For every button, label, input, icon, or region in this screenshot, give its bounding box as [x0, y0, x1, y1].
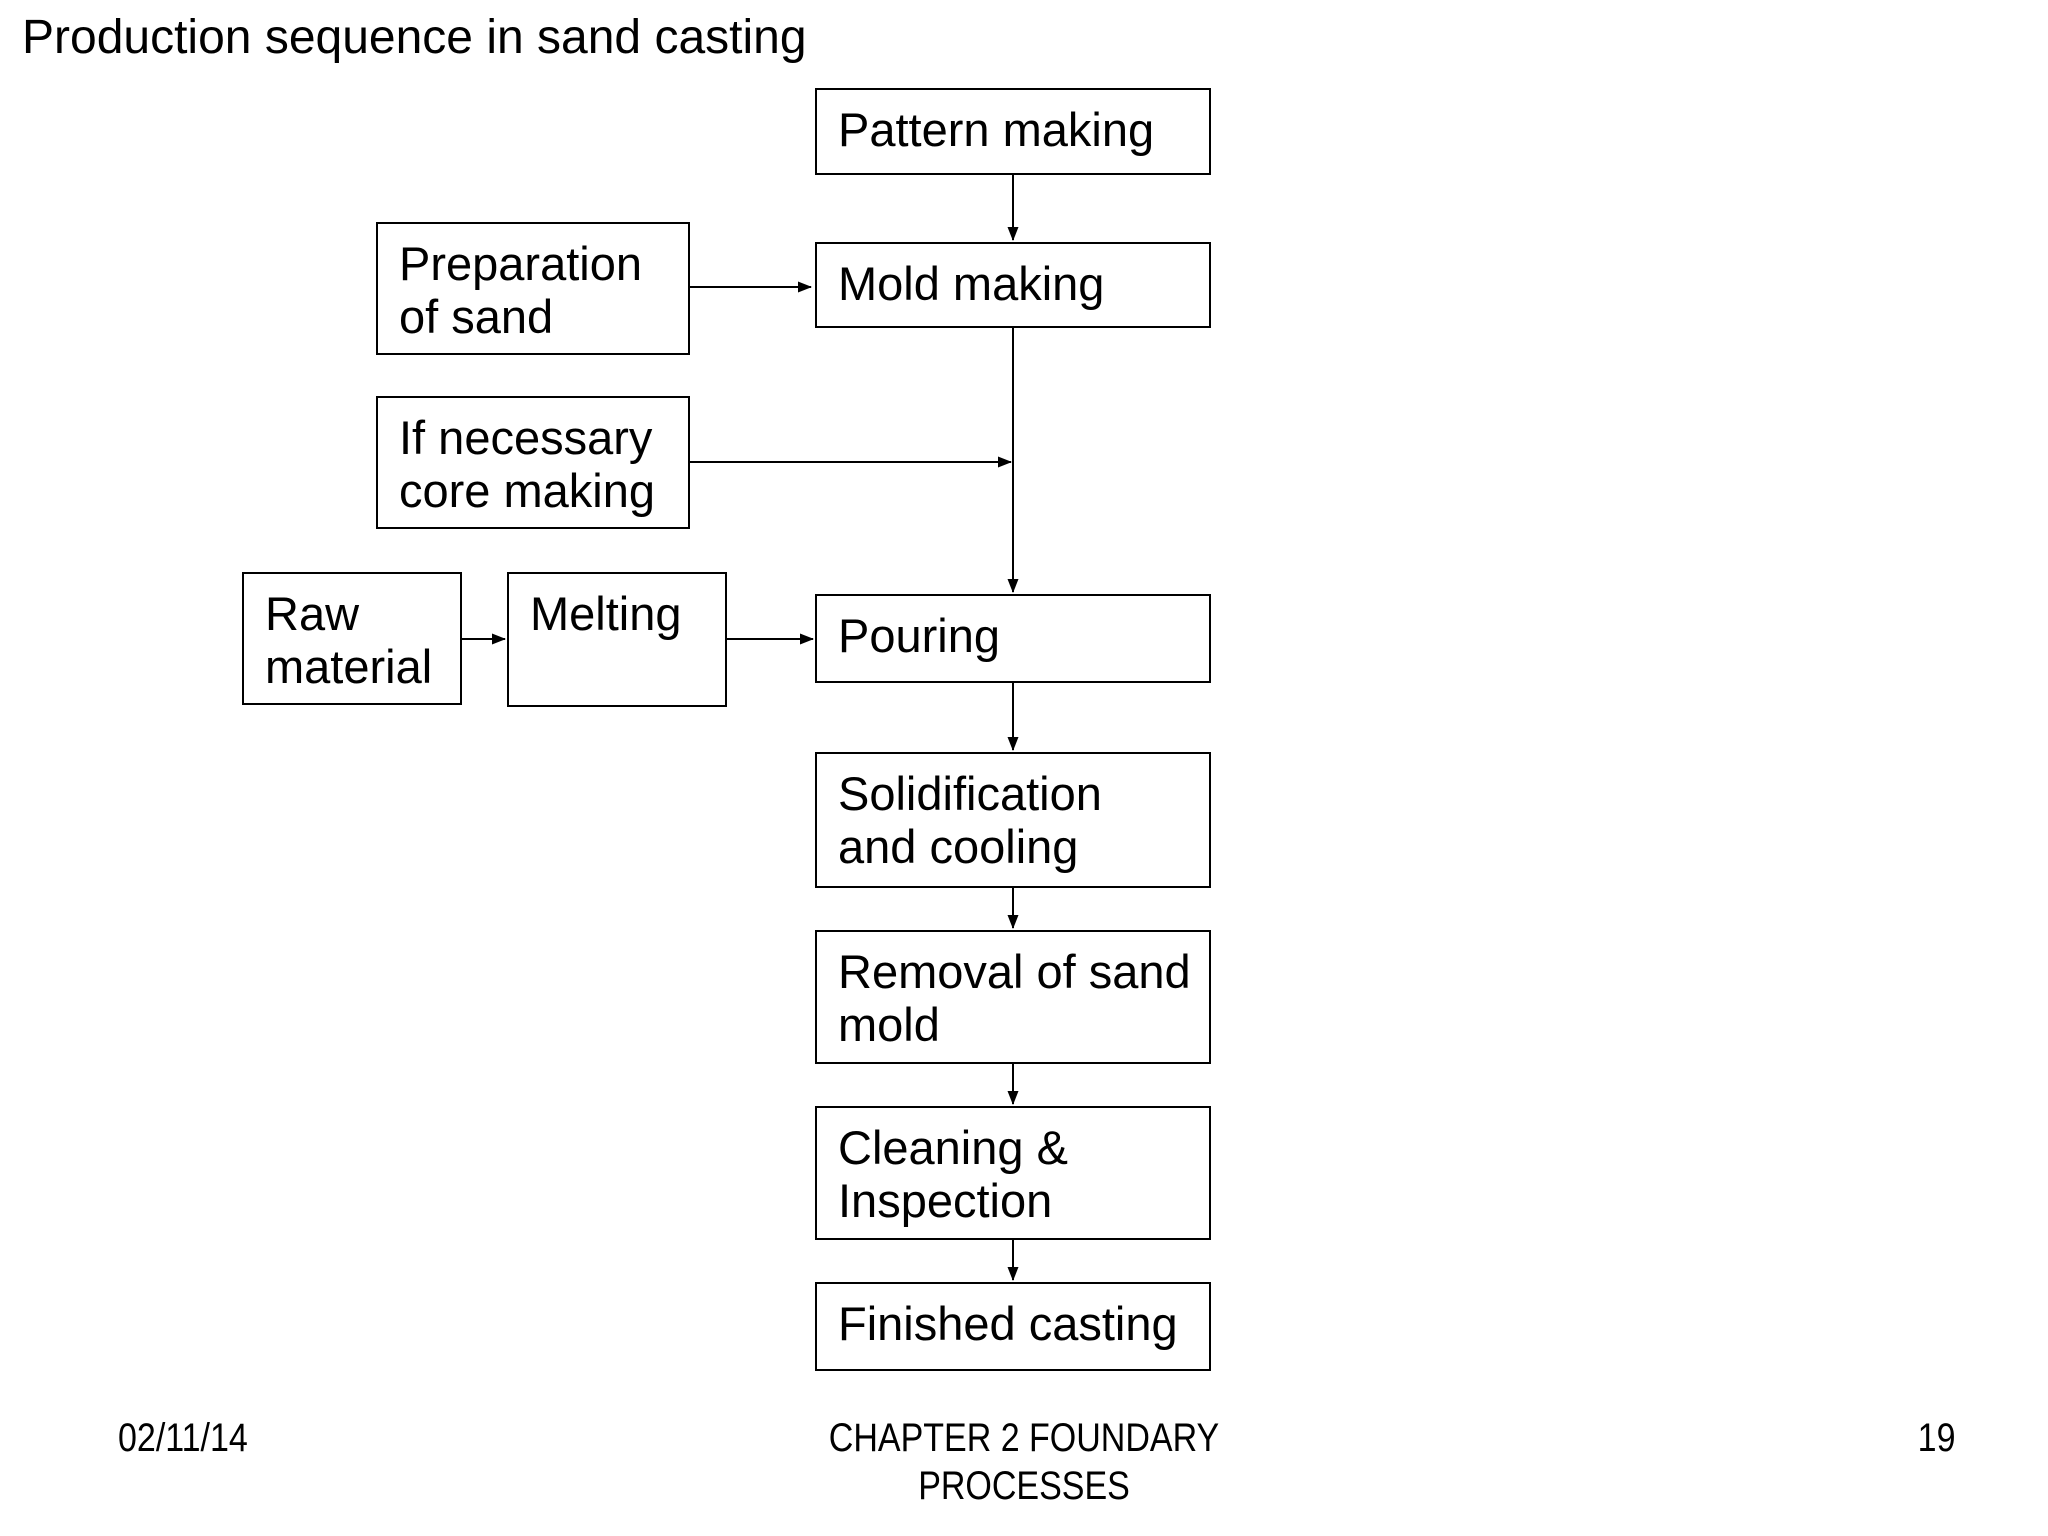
flow-node-mold-making: Mold making [815, 242, 1211, 328]
footer-chapter-line1: CHAPTER 2 FOUNDARY [828, 1416, 1220, 1460]
flow-node-pouring: Pouring [815, 594, 1211, 683]
flow-node-label: Pouring [838, 609, 1000, 662]
flow-node-cleaning-and-inspection: Cleaning & Inspection [815, 1106, 1211, 1240]
flow-node-label: If necessary core making [399, 411, 655, 517]
flow-node-raw-material: Raw material [242, 572, 462, 705]
flow-node-label: Finished casting [838, 1297, 1178, 1350]
footer-chapter: CHAPTER 2 FOUNDARY PROCESSES [154, 1414, 1895, 1510]
flow-node-pattern-making: Pattern making [815, 88, 1211, 175]
flow-node-label: Cleaning & Inspection [838, 1121, 1068, 1227]
page-title: Production sequence in sand casting [22, 11, 807, 64]
flow-node-label: Preparation of sand [399, 237, 642, 343]
flow-node-label: Pattern making [838, 103, 1155, 156]
flow-node-label: Mold making [838, 257, 1105, 310]
flow-node-removal-of-sand-mold: Removal of sand mold [815, 930, 1211, 1064]
flow-node-label: Raw material [265, 587, 433, 693]
flow-node-if-necessary-core-making: If necessary core making [376, 396, 690, 529]
footer-chapter-line2: PROCESSES [918, 1464, 1130, 1508]
flow-node-label: Melting [530, 587, 682, 640]
flow-node-label: Removal of sand mold [838, 945, 1191, 1051]
flow-node-label: Solidification and cooling [838, 767, 1102, 873]
flow-node-preparation-of-sand: Preparation of sand [376, 222, 690, 355]
footer-date: 02/11/14 [118, 1416, 248, 1460]
flow-node-solidification-and-cooling: Solidification and cooling [815, 752, 1211, 888]
flow-node-melting: Melting [507, 572, 727, 707]
flow-node-finished-casting: Finished casting [815, 1282, 1211, 1371]
footer-page-number: 19 [1917, 1416, 1955, 1460]
